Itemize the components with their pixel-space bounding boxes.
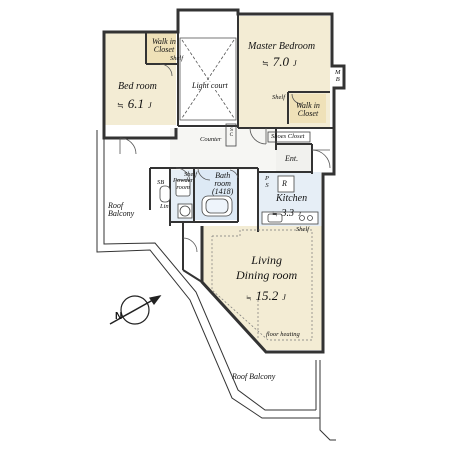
shelf-label-3: Shelf xyxy=(296,226,309,233)
light-court-label: Light court xyxy=(191,81,229,90)
roof-balcony-bottom-label: Roof Balcony xyxy=(232,372,276,381)
refrigerator-label: R xyxy=(282,179,287,188)
bed-room-size-prefix: ≒ xyxy=(117,101,124,110)
master-bedroom-size-prefix: ≒ xyxy=(262,59,269,68)
counter-label: Counter xyxy=(200,136,222,143)
shelf-label-2: Shelf xyxy=(170,55,183,62)
kitchen-size: ≒ 3.3 J xyxy=(272,204,301,220)
mb-line2: B xyxy=(335,75,340,83)
bath-room-line2: room xyxy=(214,179,231,188)
ps-line1: P xyxy=(265,175,269,182)
kitchen-size-unit: J xyxy=(297,211,301,218)
entrance-fill xyxy=(276,144,312,172)
bed-room-size: ≒ 6.1 J xyxy=(117,96,152,112)
sb-label: SB xyxy=(157,179,165,186)
bath-room-line1: Bath xyxy=(215,171,231,180)
floor-heating-label: floor heating xyxy=(266,331,300,338)
living-dining-label: Living Dining room xyxy=(236,254,297,281)
powder-room-line2: room xyxy=(176,183,190,191)
kitchen-size-prefix: ≒ xyxy=(272,211,278,218)
kitchen-label: Kitchen xyxy=(276,193,308,204)
master-bedroom-size: ≒ 7.0 J xyxy=(262,54,297,70)
living-dining-size-value: 15.2 xyxy=(255,288,279,303)
walk-in-closet-1-line2: Closet xyxy=(153,45,175,54)
corridor-fill xyxy=(170,128,276,170)
walk-in-closet-2-label: Walk in Closet xyxy=(296,102,320,118)
shoes-closet-box xyxy=(267,131,311,143)
sink xyxy=(267,213,283,223)
roof-balcony-outline xyxy=(96,130,336,441)
living-dining-size-unit: J xyxy=(282,293,286,302)
bed-room-label: Bed room xyxy=(118,81,157,92)
living-dining-line2: Dining room xyxy=(236,268,298,282)
walk-in-closet-2-fill xyxy=(290,94,326,123)
living-dining-size: ≒ 15.2 J xyxy=(246,288,286,304)
washstand xyxy=(175,179,191,197)
lin-label: Lin xyxy=(160,203,169,210)
bed-room-size-value: 6.1 xyxy=(127,96,144,111)
walk-in-closet-1-line1: Walk in xyxy=(152,37,176,46)
doors xyxy=(119,63,331,253)
mb-label: M B xyxy=(335,69,341,83)
roof-balcony-left-label: Roof Balcony xyxy=(108,202,134,218)
entrance-label: Ent. xyxy=(285,154,299,163)
fixtures xyxy=(159,123,319,225)
shelf-label-1: Shelf xyxy=(272,94,285,101)
kitchen-size-value: 3.3 xyxy=(281,208,294,219)
bath-room-label: Bath room (1418) xyxy=(212,172,233,196)
ps-label: P S xyxy=(265,175,269,189)
walk-in-closet-2-line1: Walk in xyxy=(296,101,320,110)
shoes-closet-label: Shoes Closet xyxy=(271,133,305,140)
walk-in-closet-1-label: Walk in Closet xyxy=(152,38,176,54)
sc-label: SC xyxy=(228,127,235,137)
mb-line1: M xyxy=(335,69,341,76)
living-dining-size-prefix: ≒ xyxy=(246,295,252,302)
ps-line2: S xyxy=(265,181,269,189)
powder-room-label: Powder room xyxy=(173,177,194,191)
living-dashed-lines xyxy=(211,229,313,341)
shelf-label-4: Shelf xyxy=(184,171,197,178)
sc-box xyxy=(225,123,237,147)
master-bedroom-label: Master Bedroom xyxy=(248,41,316,52)
roof-balcony-left-line1: Roof xyxy=(108,201,124,210)
walk-in-closet-1-fill xyxy=(146,33,176,63)
roof-balcony-left-line2: Balcony xyxy=(108,209,135,218)
master-bedroom-size-value: 7.0 xyxy=(272,54,289,69)
compass-north-label: N xyxy=(115,311,123,322)
walk-in-closet-2-line2: Closet xyxy=(297,109,319,118)
living-dining-line1: Living xyxy=(251,253,282,267)
bath-room-line3: (1418) xyxy=(212,187,234,196)
master-bedroom-size-unit: J xyxy=(292,59,297,68)
refrigerator-box xyxy=(277,175,295,193)
bed-room-size-unit: J xyxy=(147,101,152,110)
light-court xyxy=(179,37,237,121)
powder-room-line1: Powder xyxy=(173,177,194,184)
toilet xyxy=(159,185,171,203)
living-dining-fill xyxy=(202,226,323,350)
compass-icon xyxy=(109,295,162,325)
